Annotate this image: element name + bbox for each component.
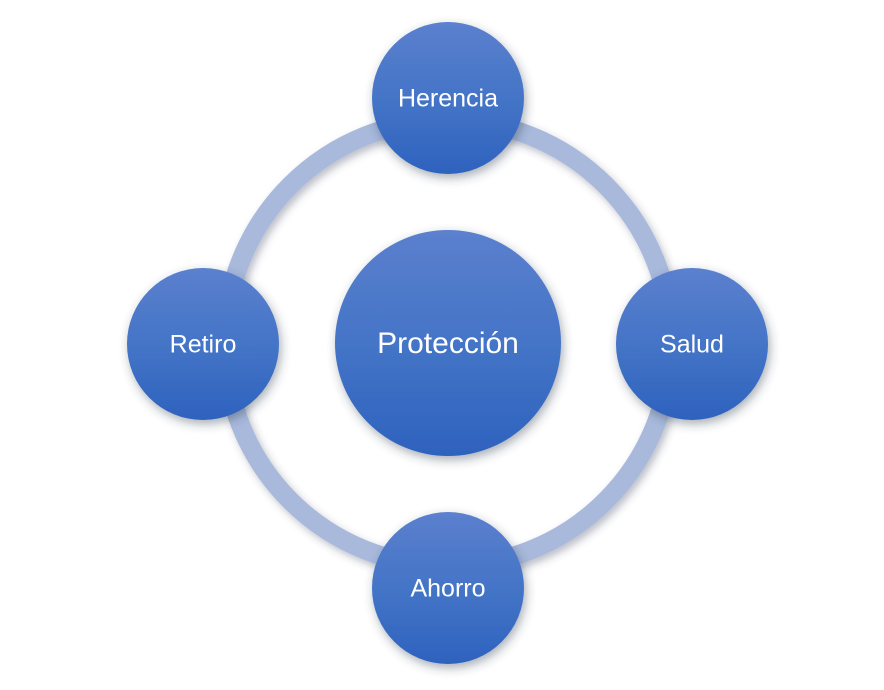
node-circle-proteccion[interactable] bbox=[335, 230, 561, 456]
node-circle-ahorro[interactable] bbox=[372, 512, 524, 664]
node-circle-herencia[interactable] bbox=[372, 22, 524, 174]
node-circle-salud[interactable] bbox=[616, 268, 768, 420]
node-circle-retiro[interactable] bbox=[127, 268, 279, 420]
